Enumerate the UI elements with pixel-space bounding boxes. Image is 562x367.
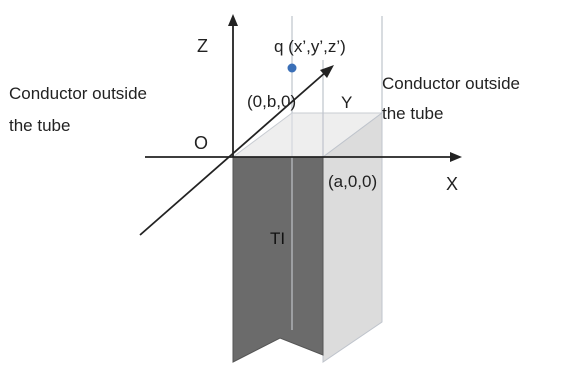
point-a00-label: (a,0,0) [328,172,377,191]
point-charge-label: q (x’,y’,z’) [274,37,346,56]
z-axis-label: Z [197,36,208,56]
origin-label: O [194,133,208,153]
tube-side-face [322,112,383,363]
y-axis-label: Y [341,93,352,112]
y-axis-arrowhead [320,65,334,78]
x-axis-arrowhead [450,152,462,162]
right-conductor-line1: Conductor outside [382,74,520,93]
left-conductor-line2: the tube [9,116,70,135]
right-conductor-line2: the tube [382,104,443,123]
z-axis-arrowhead [228,14,238,26]
ti-face [232,156,324,363]
point-0b0-label: (0,b,0) [247,92,296,111]
charge-dot [287,63,297,73]
x-axis-label: X [446,174,458,194]
left-conductor-line1: Conductor outside [9,84,147,103]
ti-label: TI [270,229,285,248]
y-axis-line [139,70,328,236]
